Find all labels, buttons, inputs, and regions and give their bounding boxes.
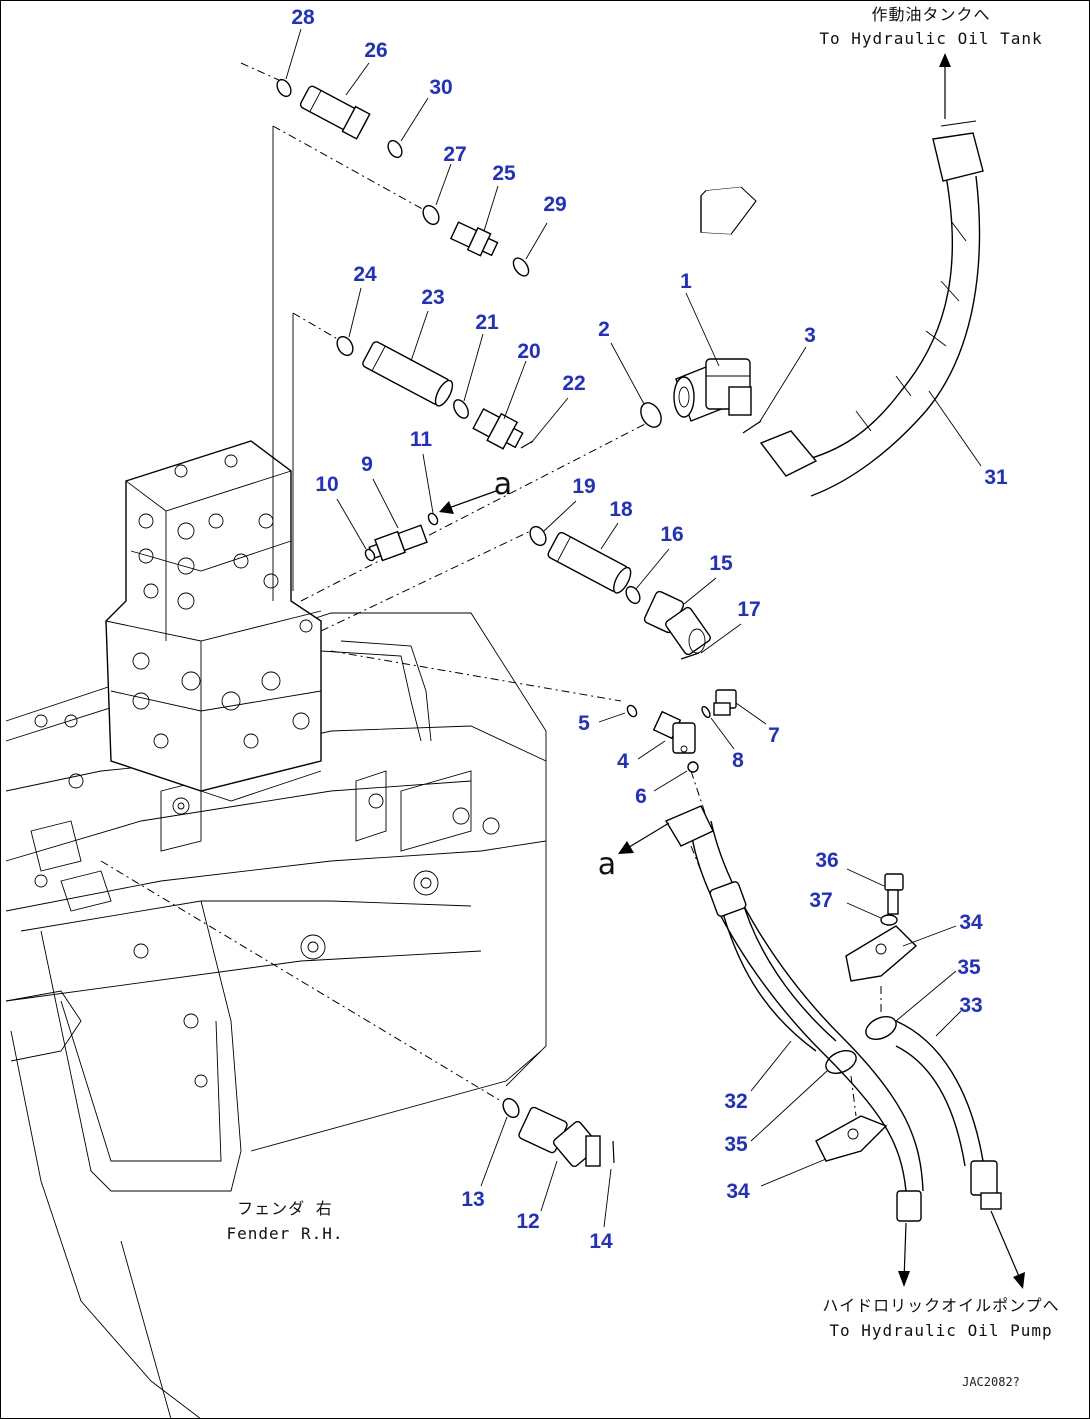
hoses	[664, 120, 1002, 1222]
callout-19: 19	[572, 475, 595, 498]
callout-22: 22	[562, 372, 585, 395]
connector-25	[449, 221, 499, 257]
callout-14: 14	[589, 1230, 613, 1253]
elbow-1	[673, 186, 757, 422]
callout-2: 2	[598, 318, 610, 341]
callout-28: 28	[291, 6, 315, 29]
callout-17: 17	[737, 598, 760, 621]
callout-7: 7	[768, 724, 780, 747]
callout-29: 29	[543, 193, 566, 216]
callout-20: 20	[517, 340, 540, 363]
callout-9: 9	[361, 453, 373, 476]
callout-15: 15	[709, 552, 733, 575]
parts	[276, 78, 918, 1168]
tee-4	[652, 710, 696, 754]
callout-18: 18	[609, 498, 633, 521]
elbow-12	[518, 1106, 601, 1168]
callout-8: 8	[732, 749, 744, 772]
callout-33: 33	[959, 994, 982, 1017]
note-pump-en: To Hydraulic Oil Pump	[829, 1321, 1052, 1340]
note-fender-jp: フェンダ 右	[237, 1199, 333, 1218]
o-ring-21	[453, 399, 469, 419]
note-tank-jp: 作動油タンクへ	[871, 5, 990, 24]
clamp-34-upper	[845, 925, 918, 982]
view-mark-a-upper: a	[494, 467, 512, 502]
o-ring-28	[276, 78, 292, 98]
o-ring-11	[427, 512, 439, 526]
plug-26	[299, 85, 371, 140]
leader-lines	[285, 28, 982, 1228]
callout-13: 13	[461, 1188, 484, 1211]
callout-4: 4	[617, 750, 629, 773]
cushion-35-upper	[865, 1015, 897, 1041]
washer-37	[880, 914, 898, 926]
callout-21: 21	[475, 311, 499, 334]
callout-36: 36	[815, 849, 838, 872]
drawing-code: JAC2082?	[962, 1375, 1020, 1389]
callout-34-lower: 34	[726, 1180, 750, 1203]
o-ring-8	[701, 705, 711, 719]
washer-3	[742, 420, 762, 434]
flow-arrows	[439, 53, 1025, 1289]
cushion-35-lower	[825, 1049, 857, 1075]
callout-27: 27	[443, 143, 466, 166]
hose-31	[759, 120, 984, 497]
o-ring-13	[502, 1097, 520, 1119]
washer-14	[612, 1140, 615, 1164]
callout-12: 12	[516, 1210, 539, 1233]
note-tank-en: To Hydraulic Oil Tank	[819, 29, 1042, 48]
callout-30: 30	[429, 76, 452, 99]
callout-16: 16	[660, 523, 683, 546]
callout-23: 23	[421, 286, 444, 309]
callout-5: 5	[578, 712, 590, 735]
note-fender-en: Fender R.H.	[227, 1224, 344, 1243]
callout-1: 1	[680, 270, 692, 293]
callout-35-upper: 35	[957, 956, 981, 979]
plug-7	[713, 689, 737, 716]
washer-22	[520, 440, 534, 449]
o-ring-30	[387, 139, 403, 159]
callout-10: 10	[315, 473, 338, 496]
notes: 作動油タンクへ To Hydraulic Oil Tank フェンダ 右 Fen…	[227, 5, 1059, 1389]
callout-25: 25	[492, 162, 516, 185]
pipe-23	[362, 341, 454, 407]
machine-frame	[5, 612, 547, 1418]
o-ring-27	[422, 204, 440, 226]
callout-31: 31	[984, 466, 1008, 489]
callout-34-upper: 34	[959, 911, 983, 934]
o-ring-24	[336, 335, 354, 357]
callout-32: 32	[724, 1090, 747, 1113]
o-ring-2	[640, 402, 662, 428]
callout-37: 37	[809, 889, 832, 912]
o-ring-6	[687, 761, 699, 773]
o-ring-19	[529, 525, 547, 547]
note-pump-jp: ハイドロリックオイルポンプへ	[822, 1296, 1059, 1315]
callout-26: 26	[364, 39, 387, 62]
control-valve-block	[105, 440, 432, 802]
callout-3: 3	[804, 324, 816, 347]
bolt-36	[884, 873, 904, 915]
hose-32	[664, 805, 924, 1222]
o-ring-5	[626, 704, 638, 718]
pipe-18	[547, 531, 632, 594]
callout-24: 24	[353, 263, 377, 286]
connector-9	[368, 524, 428, 562]
connector-20	[472, 407, 524, 450]
o-ring-16	[625, 585, 641, 605]
hose-33	[895, 1020, 1002, 1210]
view-mark-a-lower: a	[598, 847, 616, 882]
o-ring-10	[364, 548, 376, 562]
assembly-lines	[100, 62, 707, 1102]
callout-numbers: 28 26 30 27 25 29 24 23 21 20 22 2 1 3 3…	[291, 6, 1008, 1253]
callout-35-lower: 35	[724, 1133, 748, 1156]
washer-17	[680, 652, 700, 660]
o-ring-29	[512, 257, 530, 277]
callout-11: 11	[410, 428, 433, 451]
elbow-15	[643, 590, 711, 656]
callout-6: 6	[635, 785, 647, 808]
